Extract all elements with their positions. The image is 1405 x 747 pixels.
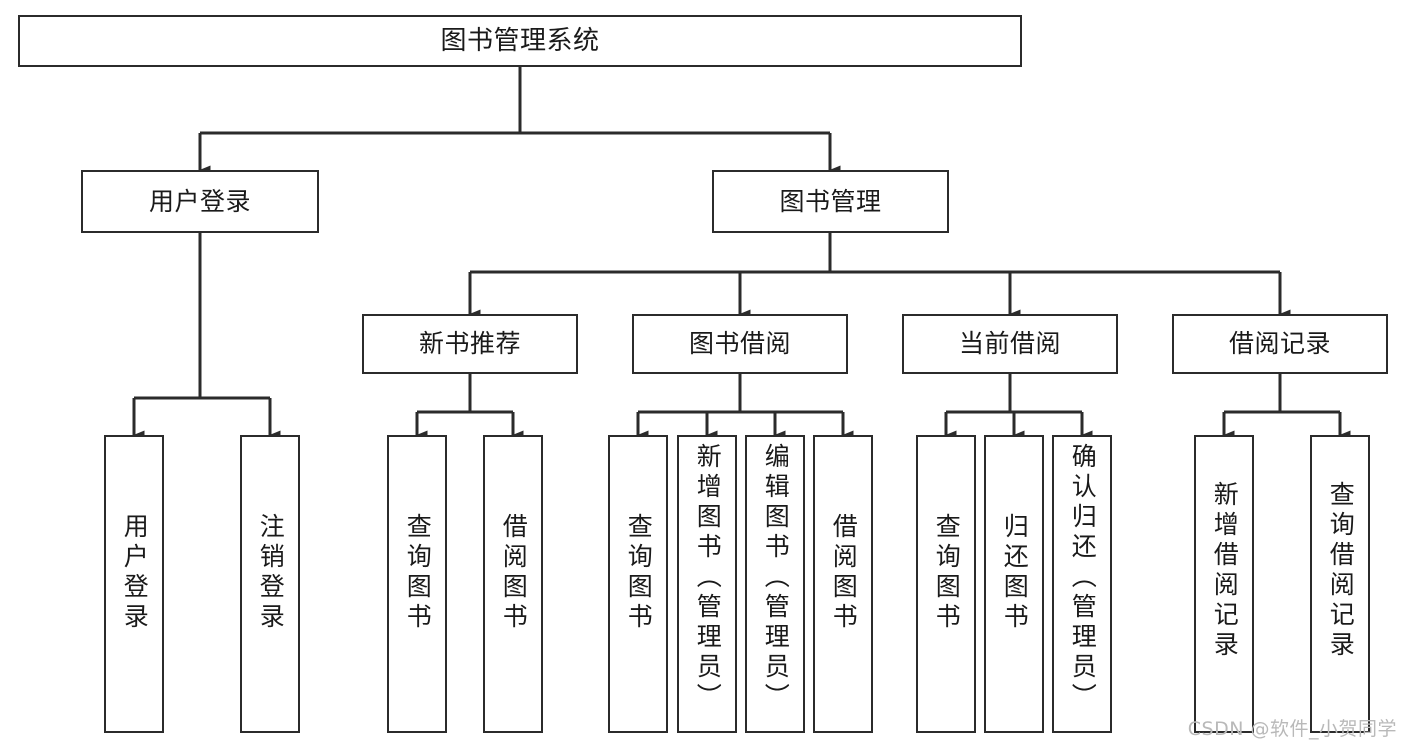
node-leaf-7-借阅图书[interactable]: 借阅图书	[813, 435, 873, 733]
node-label: 查询图书	[624, 513, 654, 633]
node-label: 归还图书	[1000, 513, 1030, 633]
node-label: 查询借阅记录	[1326, 481, 1356, 661]
node-label: 用户登录	[120, 513, 150, 633]
node-label: 新书推荐	[418, 329, 521, 359]
node-label: 图书管理系统	[440, 25, 600, 56]
node-leaf-5-新增图书（管理员）[interactable]: 新增图书（管理员）	[677, 435, 737, 733]
node-level2-图书管理[interactable]: 图书管理	[712, 170, 949, 233]
node-label: 新增图书（管理员）	[693, 443, 723, 713]
node-label: 图书借阅	[688, 329, 791, 359]
node-level3-当前借阅[interactable]: 当前借阅	[902, 314, 1118, 374]
node-leaf-1-注销登录[interactable]: 注销登录	[240, 435, 300, 733]
node-label: 注销登录	[256, 513, 286, 633]
node-leaf-12-查询借阅记录[interactable]: 查询借阅记录	[1310, 435, 1370, 733]
node-label: 查询图书	[403, 513, 433, 633]
node-label: 当前借阅	[958, 329, 1061, 359]
node-label: 编辑图书（管理员）	[761, 443, 791, 713]
node-level3-借阅记录[interactable]: 借阅记录	[1172, 314, 1388, 374]
node-leaf-9-归还图书[interactable]: 归还图书	[984, 435, 1044, 733]
node-leaf-3-借阅图书[interactable]: 借阅图书	[483, 435, 543, 733]
node-leaf-4-查询图书[interactable]: 查询图书	[608, 435, 668, 733]
node-label: 用户登录	[148, 186, 251, 216]
node-leaf-6-编辑图书（管理员）[interactable]: 编辑图书（管理员）	[745, 435, 805, 733]
node-leaf-0-用户登录[interactable]: 用户登录	[104, 435, 164, 733]
node-level2-用户登录[interactable]: 用户登录	[81, 170, 319, 233]
node-label: 借阅图书	[829, 513, 859, 633]
node-label: 图书管理	[779, 186, 882, 216]
node-root-图书管理系统[interactable]: 图书管理系统	[18, 15, 1022, 67]
node-level3-图书借阅[interactable]: 图书借阅	[632, 314, 848, 374]
node-label: 新增借阅记录	[1210, 481, 1240, 661]
node-leaf-8-查询图书[interactable]: 查询图书	[916, 435, 976, 733]
node-label: 查询图书	[932, 513, 962, 633]
node-label: 借阅记录	[1228, 329, 1331, 359]
node-label: 确认归还（管理员）	[1068, 443, 1098, 713]
node-level3-新书推荐[interactable]: 新书推荐	[362, 314, 578, 374]
node-leaf-2-查询图书[interactable]: 查询图书	[387, 435, 447, 733]
node-leaf-10-确认归还（管理员）[interactable]: 确认归还（管理员）	[1052, 435, 1112, 733]
node-label: 借阅图书	[499, 513, 529, 633]
node-leaf-11-新增借阅记录[interactable]: 新增借阅记录	[1194, 435, 1254, 733]
